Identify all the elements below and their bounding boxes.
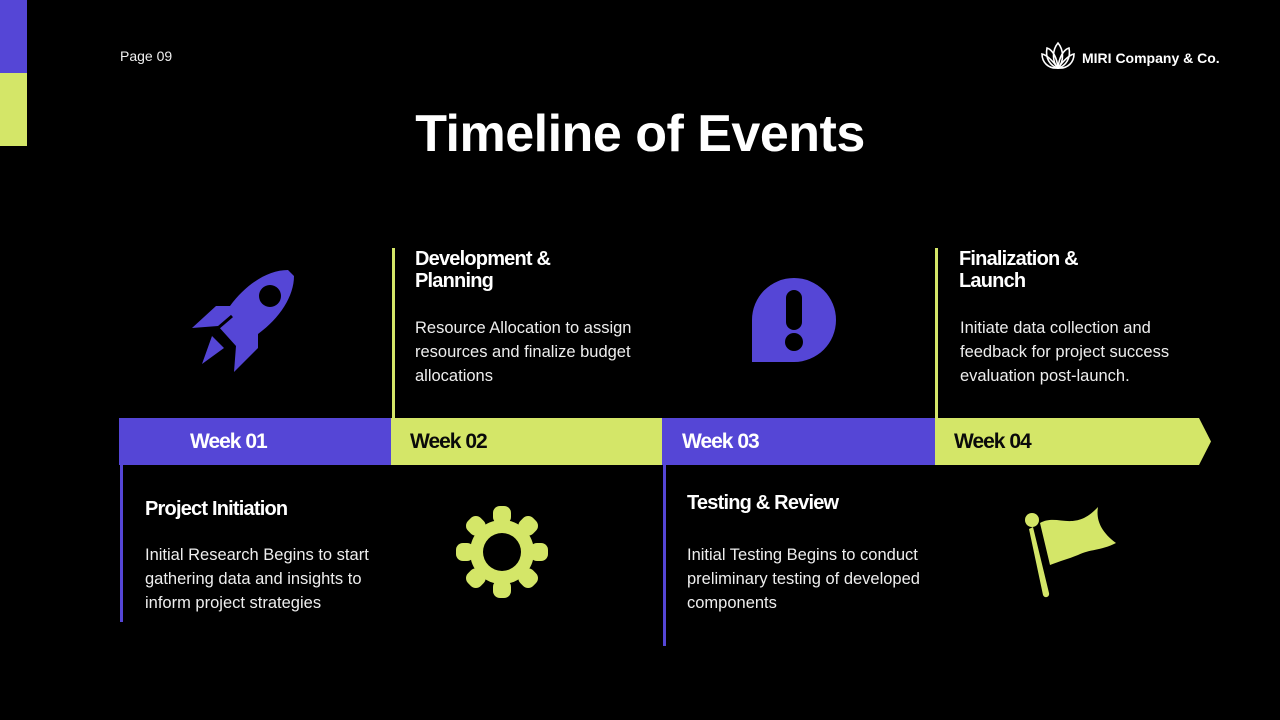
connector-line-event-4	[935, 248, 938, 418]
rocket-icon	[188, 266, 300, 383]
connector-line-event-3	[663, 465, 666, 646]
week-01-label: Week 01	[190, 429, 268, 453]
company-logo: MIRI Company & Co.	[1040, 40, 1220, 75]
flag-icon	[1024, 505, 1118, 606]
page-title: Timeline of Events	[415, 105, 865, 163]
connector-line-event-1	[120, 465, 123, 622]
event-3-title: Testing & Review	[687, 492, 839, 514]
alert-icon	[750, 276, 838, 369]
week-03-segment: Week 03	[662, 418, 935, 465]
event-3-description: Initial Testing Begins to conduct prelim…	[687, 546, 920, 612]
event-1-description: Initial Research Begins to start gatheri…	[145, 546, 369, 612]
lotus-icon	[1040, 40, 1076, 75]
accent-block-purple	[0, 0, 27, 73]
event-1-title: Project Initiation	[145, 498, 288, 520]
week-02-segment: Week 02	[391, 418, 662, 465]
week-02-label: Week 02	[410, 429, 488, 453]
event-4-description: Initiate data collection and feedback fo…	[960, 319, 1170, 385]
event-4-title: Finalization & Launch	[959, 248, 1079, 292]
week-01-segment: Week 01	[119, 418, 391, 465]
week-04-label: Week 04	[954, 429, 1032, 453]
page-number: Page 09	[120, 48, 173, 64]
gear-icon	[456, 506, 548, 603]
event-2-title: Development & Planning	[415, 248, 551, 292]
week-03-label: Week 03	[682, 429, 760, 453]
accent-block-lime	[0, 73, 27, 146]
company-name: MIRI Company & Co.	[1082, 49, 1220, 66]
event-2-description: Resource Allocation to assign resources …	[415, 319, 632, 385]
connector-line-event-2	[392, 248, 395, 418]
week-04-segment: Week 04	[935, 418, 1211, 465]
